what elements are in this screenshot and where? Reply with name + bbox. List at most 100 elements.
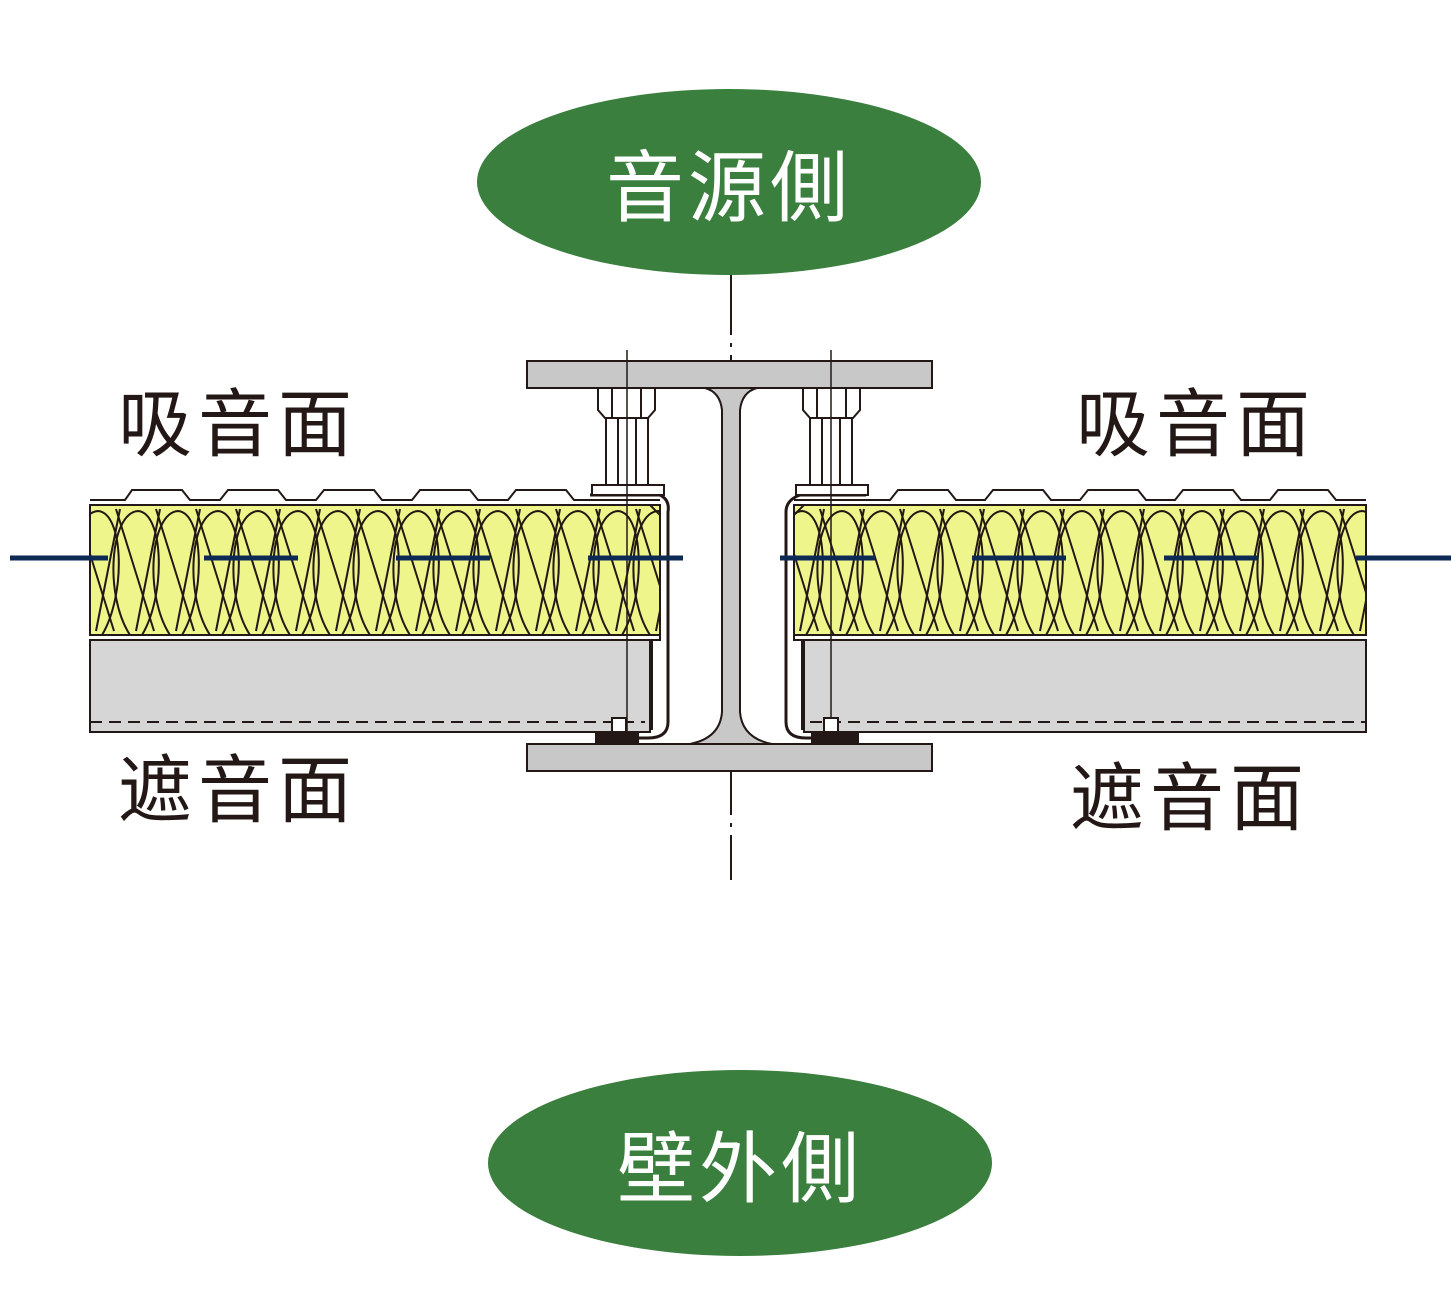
insulation-fiber — [635, 508, 660, 590]
insulation-fiber — [1019, 508, 1059, 632]
insulation-fiber — [415, 508, 441, 632]
insulation-fiber — [939, 508, 979, 632]
insulation-fiber — [36, 509, 74, 631]
insulation-fiber — [1256, 509, 1304, 635]
insulation-fiber — [1259, 508, 1299, 632]
right-panel-top-skin — [794, 489, 1366, 501]
outer-side-badge: 壁外側 — [488, 1070, 992, 1256]
insulation-fiber — [1239, 508, 1265, 632]
insulation-fiber — [1380, 509, 1418, 631]
right-edge-flashing — [784, 493, 866, 740]
outer-side-badge-shape — [488, 1070, 992, 1256]
shield-left-label: 遮音面 — [118, 748, 358, 834]
right-backing-panel — [803, 639, 1367, 733]
insulation-fiber — [879, 508, 905, 632]
insulation-fiber — [152, 509, 200, 635]
absorb-right-label: 吸音面 — [1076, 382, 1316, 468]
insulation-fiber — [512, 509, 560, 635]
left-backing-panel — [89, 639, 651, 733]
insulation-fiber — [552, 509, 600, 635]
insulation-fiber — [215, 508, 241, 632]
h-beam-top-flange — [526, 360, 933, 389]
insulation-fiber — [615, 508, 641, 632]
insulation-fiber — [839, 508, 865, 632]
insulation-fiber — [794, 509, 824, 635]
insulation-fiber — [1336, 509, 1366, 635]
insulation-fiber — [312, 509, 360, 635]
insulation-fiber — [575, 508, 601, 632]
insulation-fiber — [1400, 509, 1424, 631]
insulation-fiber — [472, 509, 520, 635]
insulation-fiber — [395, 508, 435, 632]
insulation-fiber — [335, 508, 361, 632]
right-panel — [784, 489, 1424, 740]
insulation-fiber — [592, 509, 640, 635]
insulation-fiber — [255, 508, 281, 632]
insulation-fiber — [115, 508, 155, 632]
left-panel-top-skin — [90, 489, 660, 501]
insulation-fiber — [1199, 508, 1225, 632]
insulation-fiber — [799, 508, 825, 632]
insulation-fiber — [1099, 508, 1139, 632]
insulation-fiber — [819, 508, 859, 632]
insulation-fiber — [33, 511, 78, 635]
insulation-fiber — [315, 508, 355, 632]
insulation-fiber — [919, 508, 945, 632]
insulation-fiber — [1139, 508, 1179, 632]
absorb-left-label: 吸音面 — [118, 382, 358, 468]
insulation-fiber — [272, 509, 320, 635]
source-side-badge: 音源側 — [477, 89, 981, 275]
insulation-fiber — [112, 509, 160, 635]
left-insulation-fibers — [33, 508, 660, 635]
insulation-fiber — [155, 508, 195, 632]
insulation-fiber — [1296, 509, 1344, 635]
insulation-fiber — [1079, 508, 1105, 632]
insulation-fiber — [976, 509, 1024, 635]
h-beam-web — [689, 387, 773, 745]
insulation-fiber — [1056, 509, 1104, 635]
insulation-fiber — [90, 550, 115, 632]
right-bolt — [795, 350, 869, 745]
right-edge-flashing-inner — [793, 504, 805, 730]
insulation-fiber — [432, 509, 480, 635]
source-side-label: 音源側 — [605, 144, 852, 234]
right-insulation-fibers — [794, 508, 1424, 635]
insulation-fiber — [195, 508, 235, 632]
insulation-fiber — [1339, 508, 1366, 596]
insulation-fiber — [1039, 508, 1065, 632]
insulation-fiber — [1119, 508, 1145, 632]
insulation-fiber — [352, 509, 400, 635]
insulation-fiber — [794, 550, 819, 632]
insulation-fiber — [375, 508, 401, 632]
insulation-fiber — [135, 508, 161, 632]
insulation-fiber — [232, 509, 280, 635]
shield-right-label: 遮音面 — [1070, 756, 1310, 842]
insulation-fiber — [1319, 508, 1345, 632]
insulation-fiber — [1096, 509, 1144, 635]
insulation-fiber — [936, 509, 984, 635]
insulation-fiber — [1299, 508, 1339, 632]
insulation-fiber — [535, 508, 561, 632]
insulation-fiber — [1359, 595, 1366, 632]
insulation-fiber — [355, 508, 395, 632]
h-beam — [526, 360, 933, 772]
insulation-fiber — [295, 508, 321, 632]
insulation-fiber — [275, 508, 315, 632]
insulation-fiber — [979, 508, 1019, 632]
insulation-fiber — [1279, 508, 1305, 632]
insulation-fiber — [1159, 508, 1185, 632]
insulation-fiber — [1377, 511, 1422, 635]
left-bolt — [591, 350, 665, 745]
insulation-fiber — [896, 509, 944, 635]
insulation-fiber — [816, 509, 864, 635]
insulation-fiber — [1179, 508, 1219, 632]
insulation-fiber — [555, 508, 595, 632]
insulation-fiber — [56, 509, 80, 631]
insulation-fiber — [1059, 508, 1099, 632]
insulation-fiber — [1216, 509, 1264, 635]
insulation-fiber — [475, 508, 515, 632]
h-beam-bottom-flange — [526, 743, 933, 772]
insulation-fiber — [959, 508, 985, 632]
left-edge-flashing — [590, 493, 670, 740]
